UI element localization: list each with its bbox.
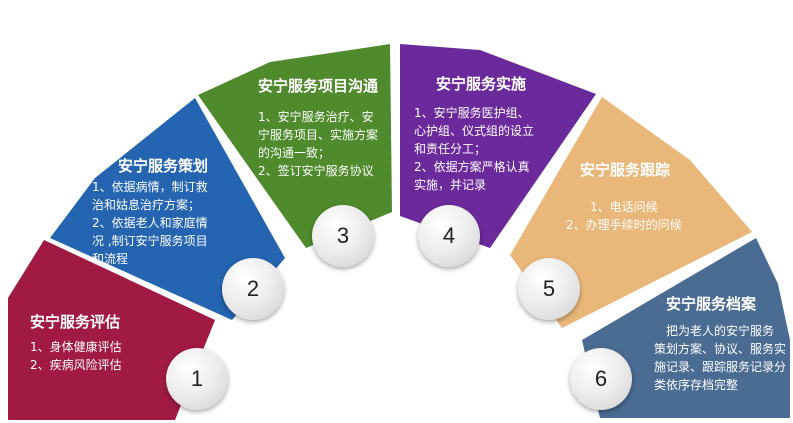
segment-6-shape — [582, 238, 790, 418]
segment-3-shape — [198, 44, 392, 248]
segment-6-text: 安宁服务档案 把为老人的安宁服务 策划方案、协议、服务实 施记录、跟踪服务记录分… — [654, 294, 786, 394]
segment-4-line: 1、安宁服务医护组、 — [414, 106, 530, 120]
segment-1-line: 2、疾病风险评估 — [30, 358, 122, 372]
segment-4-shape — [400, 44, 596, 248]
segment-2-line: 治和姑息治疗方案； — [92, 198, 201, 212]
segment-2-shape — [50, 98, 285, 320]
segment-6-line: 策划方案、协议、服务实 — [654, 342, 787, 356]
segment-1-shape — [8, 240, 215, 420]
segment-3-line: 1、安宁服务治疗、安 — [258, 110, 374, 124]
segment-4-line: 和责任分工； — [414, 142, 487, 156]
step-4-badge: 4 — [418, 205, 480, 267]
segment-4-line: 2、依据方案严格认真 — [414, 160, 530, 174]
segment-5-title: 安宁服务跟踪 — [580, 161, 671, 179]
segment-6-line: 施记录、跟踪服务记录分 — [654, 360, 787, 374]
segment-6-title: 安宁服务档案 — [666, 295, 757, 313]
segment-4-title: 安宁服务实施 — [436, 75, 527, 93]
step-2-badge: 2 — [222, 258, 284, 320]
segment-3-line: 的沟通一致； — [258, 146, 331, 160]
segment-5-text: 安宁服务跟踪 1、电话问候 2、办理手续时的问候 — [566, 160, 682, 234]
segment-3-text: 安宁服务项目沟通 1、安宁服务治疗、安 宁服务项目、实施方案 的沟通一致； 2、… — [258, 76, 378, 180]
segment-4-line: 心护组、仪式组的设立 — [414, 124, 535, 138]
segment-2-title: 安宁服务策划 — [118, 157, 209, 175]
step-3-badge: 3 — [312, 205, 374, 267]
segment-2-line: 1、依据病情，制订救 — [92, 180, 208, 194]
segment-3-line: 宁服务项目、实施方案 — [258, 128, 379, 142]
segment-5-line: 2、办理手续时的问候 — [566, 218, 682, 232]
segment-5-line: 1、电话问候 — [590, 200, 658, 214]
segment-4-text: 安宁服务实施 1、安宁服务医护组、 心护组、仪式组的设立 和责任分工； 2、依据… — [414, 74, 534, 194]
step-5-badge: 5 — [518, 258, 580, 320]
segment-2-text: 安宁服务策划 1、依据病情，制订救 治和姑息治疗方案； 2、依据老人和家庭情 况… — [92, 156, 208, 268]
segment-6-line: 类依序存档完整 — [654, 378, 739, 392]
step-1-badge: 1 — [166, 348, 228, 410]
segment-3-line: 2、签订安宁服务协议 — [258, 164, 374, 178]
step-6-badge: 6 — [570, 348, 632, 410]
segment-3-title: 安宁服务项目沟通 — [258, 77, 379, 95]
segment-1-line: 1、身体健康评估 — [30, 340, 122, 354]
segment-6-line: 把为老人的安宁服务 — [666, 324, 775, 338]
segment-1-title: 安宁服务评估 — [30, 313, 121, 331]
segment-1-text: 安宁服务评估 1、身体健康评估 2、疾病风险评估 — [30, 312, 122, 374]
segment-2-line: 2、依据老人和家庭情 — [92, 216, 208, 230]
segment-2-line: 和流程 — [92, 252, 129, 266]
segment-4-line: 实施，并记录 — [414, 178, 487, 192]
segment-2-line: 况 ,制订安宁服务项目 — [92, 234, 208, 248]
